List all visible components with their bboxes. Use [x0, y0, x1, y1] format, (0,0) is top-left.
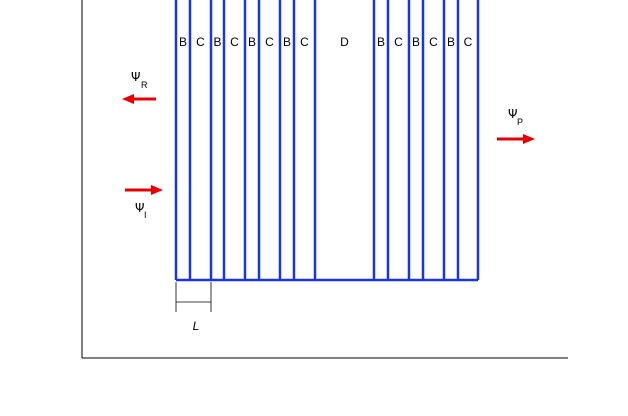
period-label: L [193, 319, 200, 333]
layer-label-b: B [447, 35, 455, 49]
incident-arrow-head [151, 185, 163, 195]
layer-label-c: C [300, 35, 309, 49]
layer-label-b: B [283, 35, 291, 49]
period-marker: L [175, 282, 212, 333]
layer-label-c: C [196, 35, 205, 49]
transmitted-wave: Ψ P [497, 107, 535, 144]
layer-label-c: C [464, 35, 473, 49]
layer-label-b: B [213, 35, 221, 49]
reflected-wave: Ψ R [122, 70, 156, 104]
reflected-psi-subscript: R [141, 80, 148, 90]
layer-label-c: C [265, 35, 274, 49]
incident-wave: Ψ I [125, 185, 163, 220]
incident-psi-subscript: I [144, 210, 147, 220]
layer-label-d: D [340, 35, 349, 49]
reflected-arrow-head [122, 94, 134, 104]
layer-label-b: B [377, 35, 385, 49]
transmitted-psi-symbol: Ψ [508, 107, 517, 121]
layer-label-c: C [230, 35, 239, 49]
reflected-psi-symbol: Ψ [131, 70, 140, 84]
layer-label-c: C [429, 35, 438, 49]
layer-label-b: B [248, 35, 256, 49]
transmitted-psi-subscript: P [517, 117, 523, 127]
layer-label-b: B [412, 35, 420, 49]
layer-label-c: C [394, 35, 403, 49]
layer-label-b: B [179, 35, 187, 49]
transmitted-arrow-head [523, 134, 535, 144]
incident-psi-symbol: Ψ [135, 201, 144, 215]
